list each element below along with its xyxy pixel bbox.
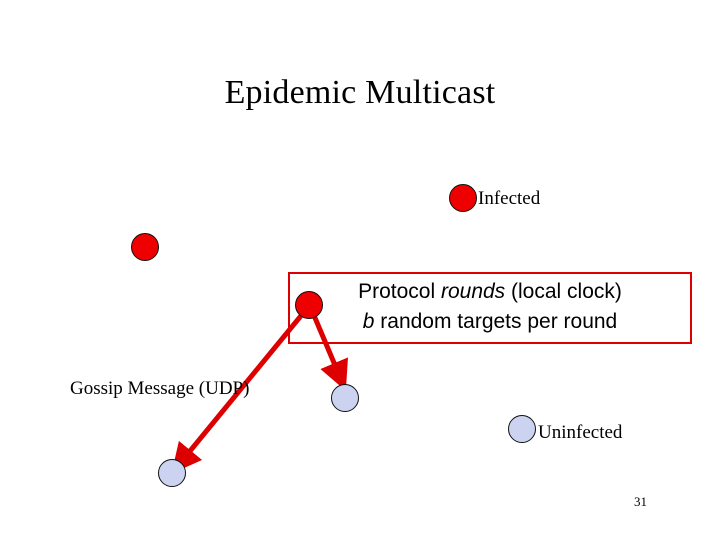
gossip-message-label: Gossip Message (UDP) (70, 378, 250, 399)
callout-line2-italic: b (362, 310, 375, 333)
callout-line2-suffix: random targets per round (374, 310, 618, 333)
node-uninfected-legend (508, 415, 536, 443)
uninfected-label: Uninfected (538, 422, 623, 443)
callout-line-1: Protocol rounds (local clock) (290, 277, 690, 307)
callout-line1-suffix: (local clock) (505, 280, 622, 303)
page-title: Epidemic Multicast (224, 74, 496, 111)
callout-line-2: b random targets per round (290, 307, 690, 337)
node-uninfected-middle (331, 384, 359, 412)
callout-line1-italic: rounds (440, 280, 506, 303)
node-uninfected-bottom (158, 459, 186, 487)
node-infected-legend (449, 184, 477, 212)
arrow-to-middle-node (307, 305, 348, 391)
infected-label: Infected (478, 188, 541, 209)
page-number: 31 (634, 494, 647, 509)
arrow-to-bottom-node (171, 304, 311, 474)
callout-box: Protocol rounds (local clock) b random t… (288, 272, 692, 344)
node-infected-source (295, 291, 323, 319)
callout-line1-prefix: Protocol (358, 280, 441, 303)
node-infected-left (131, 233, 159, 261)
